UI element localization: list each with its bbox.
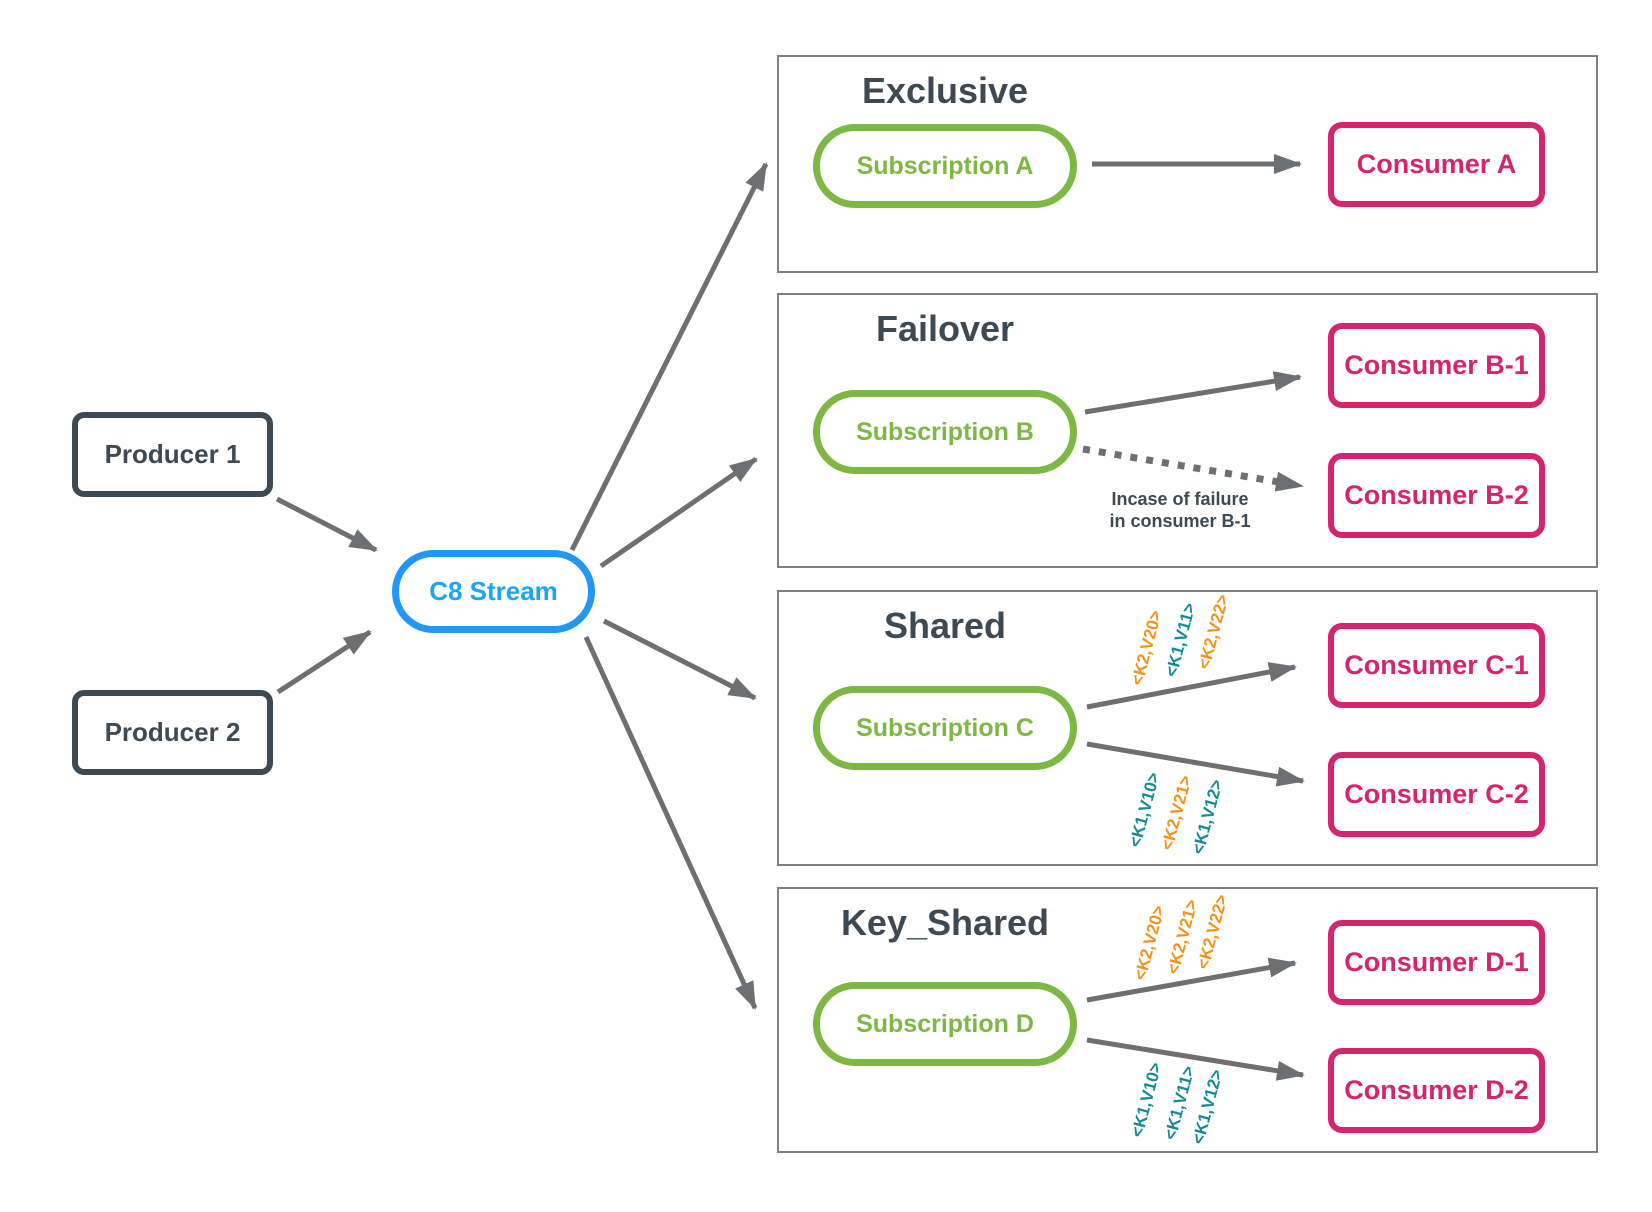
stream-label: C8 Stream (429, 576, 558, 606)
panel-shared-title: Shared (883, 605, 1007, 646)
consumer-a-node: Consumer A (1328, 122, 1545, 207)
arrow-stream-to-failover (599, 456, 758, 569)
stream-node: C8 Stream (392, 550, 595, 633)
arrow-stream-to-key-shared (583, 635, 758, 1010)
subscription-d-label: Subscription D (856, 1009, 1034, 1038)
subscription-b-label: Subscription B (856, 417, 1034, 446)
consumer-c2-label: Consumer C-2 (1344, 779, 1529, 809)
panel-failover (777, 293, 1598, 568)
consumer-d2-label: Consumer D-2 (1344, 1075, 1529, 1105)
consumer-a-label: Consumer A (1356, 149, 1517, 179)
failover-note: Incase of failure in consumer B-1 (1030, 488, 1330, 532)
consumer-c1-node: Consumer C-1 (1328, 623, 1545, 708)
consumer-b1-node: Consumer B-1 (1328, 323, 1545, 408)
consumer-c2-node: Consumer C-2 (1328, 752, 1545, 837)
consumer-b2-node: Consumer B-2 (1328, 453, 1545, 538)
arrow-subD-to-consumerD1 (1086, 957, 1297, 1003)
arrow-subC-to-consumerC2 (1086, 741, 1305, 787)
subscription-b-node: Subscription B (813, 390, 1077, 474)
arrow-subC-to-consumerC1 (1086, 662, 1297, 710)
consumer-b2-label: Consumer B-2 (1344, 480, 1529, 510)
producer-2-node: Producer 2 (72, 690, 273, 775)
arrow-producer2-to-stream (276, 629, 372, 695)
panel-shared (777, 590, 1598, 866)
consumer-b1-label: Consumer B-1 (1344, 350, 1529, 380)
producer-1-node: Producer 1 (72, 412, 273, 497)
panel-key-shared-title: Key_Shared (840, 902, 1050, 943)
arrow-stream-to-exclusive (569, 162, 769, 552)
producer-1-label: Producer 1 (104, 439, 241, 469)
consumer-d2-node: Consumer D-2 (1328, 1048, 1545, 1133)
subscription-a-node: Subscription A (813, 124, 1077, 208)
consumer-d1-label: Consumer D-1 (1344, 947, 1529, 977)
arrow-subB-to-consumerB2-dotted (1082, 445, 1304, 492)
panel-key-shared (777, 887, 1598, 1153)
subscription-c-node: Subscription C (813, 686, 1077, 770)
arrow-subD-to-consumerD2 (1086, 1037, 1305, 1081)
subscription-c-label: Subscription C (856, 713, 1034, 742)
arrow-subB-to-consumerB1 (1084, 371, 1302, 415)
producer-2-label: Producer 2 (104, 717, 241, 747)
arrow-stream-to-shared (602, 618, 757, 701)
subscription-a-label: Subscription A (856, 151, 1034, 180)
failover-note-line2: in consumer B-1 (1109, 511, 1251, 531)
panel-exclusive-title: Exclusive (861, 70, 1029, 111)
panel-exclusive (777, 55, 1598, 273)
arrow-producer1-to-stream (275, 496, 378, 553)
consumer-c1-label: Consumer C-1 (1344, 650, 1529, 680)
subscription-d-node: Subscription D (813, 982, 1077, 1066)
failover-note-line1: Incase of failure (1111, 489, 1249, 509)
panel-failover-title: Failover (875, 308, 1015, 349)
consumer-d1-node: Consumer D-1 (1328, 920, 1545, 1005)
